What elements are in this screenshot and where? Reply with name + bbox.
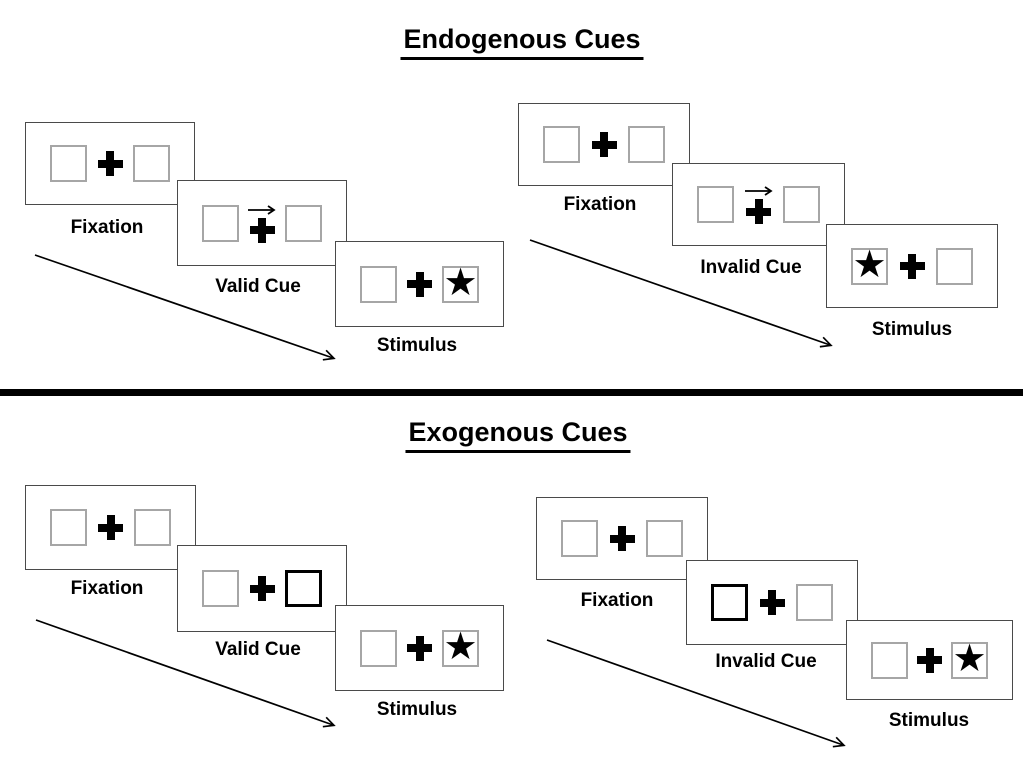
section-title-endogenous: Endogenous Cues bbox=[400, 24, 644, 60]
right-placeholder-box bbox=[133, 145, 170, 182]
right-highlighted-cue-box bbox=[285, 570, 322, 607]
fixation-cross-icon bbox=[97, 151, 123, 176]
left-placeholder-box bbox=[697, 186, 734, 223]
fixation-card bbox=[518, 103, 690, 186]
fixation-cross-icon bbox=[759, 590, 785, 615]
left-placeholder-box bbox=[360, 265, 397, 303]
fixation-cross-icon bbox=[249, 217, 275, 243]
right-target-box: ★ bbox=[442, 262, 479, 304]
step-label-valid-cue: Valid Cue bbox=[215, 276, 301, 297]
step-label-stimulus: Stimulus bbox=[871, 319, 953, 340]
fixation-cross-icon bbox=[407, 635, 432, 661]
valid-cue-card bbox=[177, 545, 347, 632]
time-arrow bbox=[34, 254, 336, 361]
step-label-invalid-cue: Invalid Cue bbox=[715, 651, 817, 672]
fixation-cross-icon bbox=[917, 647, 942, 673]
left-placeholder-box bbox=[561, 520, 598, 557]
left-placeholder-box bbox=[360, 629, 397, 667]
star-icon: ★ bbox=[952, 638, 987, 680]
stimulus-card: ★ bbox=[826, 224, 998, 308]
right-placeholder-box bbox=[783, 186, 820, 223]
fixation-cross-icon bbox=[249, 576, 275, 601]
fixation-cross-icon bbox=[609, 526, 635, 551]
fixation-cross-icon bbox=[98, 515, 123, 540]
fixation-cross-icon bbox=[407, 271, 432, 297]
left-target-box: ★ bbox=[851, 244, 888, 286]
time-arrow bbox=[529, 239, 833, 348]
stimulus-card: ★ bbox=[335, 605, 504, 691]
right-target-box: ★ bbox=[951, 638, 988, 680]
time-arrow bbox=[35, 619, 336, 728]
right-arrow-cue-icon bbox=[744, 186, 773, 196]
left-highlighted-cue-box bbox=[711, 584, 748, 621]
right-placeholder-box bbox=[285, 204, 322, 242]
fixation-card bbox=[25, 122, 195, 205]
left-placeholder-box bbox=[50, 509, 87, 546]
step-label-stimulus: Stimulus bbox=[888, 710, 970, 731]
star-icon: ★ bbox=[852, 244, 887, 286]
right-placeholder-box bbox=[134, 509, 171, 546]
fixation-card bbox=[25, 485, 196, 570]
left-placeholder-box bbox=[202, 204, 239, 242]
left-placeholder-box bbox=[871, 641, 908, 679]
right-target-box: ★ bbox=[442, 626, 479, 668]
star-icon: ★ bbox=[443, 626, 478, 668]
right-placeholder-box bbox=[646, 520, 683, 557]
star-icon: ★ bbox=[443, 262, 478, 304]
fixation-cross-icon bbox=[899, 253, 925, 279]
fixation-cross-icon bbox=[746, 199, 771, 224]
left-placeholder-box bbox=[543, 126, 580, 163]
step-label-valid-cue: Valid Cue bbox=[215, 639, 301, 660]
fixation-cross-icon bbox=[591, 132, 617, 157]
step-label-stimulus: Stimulus bbox=[376, 335, 458, 356]
right-placeholder-box bbox=[628, 126, 665, 163]
invalid-cue-card bbox=[686, 560, 858, 645]
step-label-stimulus: Stimulus bbox=[376, 699, 458, 720]
section-title-exogenous: Exogenous Cues bbox=[405, 417, 631, 453]
left-placeholder-box bbox=[202, 570, 239, 607]
fixation-card bbox=[536, 497, 708, 580]
left-placeholder-box bbox=[50, 145, 87, 182]
invalid-cue-card bbox=[672, 163, 845, 246]
right-placeholder-box bbox=[936, 247, 973, 285]
stimulus-card: ★ bbox=[846, 620, 1013, 700]
step-label-fixation: Fixation bbox=[70, 578, 144, 599]
step-label-fixation: Fixation bbox=[70, 217, 144, 238]
step-label-fixation: Fixation bbox=[580, 590, 654, 611]
right-placeholder-box bbox=[796, 584, 833, 621]
valid-cue-card bbox=[177, 180, 347, 266]
section-divider bbox=[0, 389, 1023, 396]
step-label-fixation: Fixation bbox=[563, 194, 637, 215]
stimulus-card: ★ bbox=[335, 241, 504, 327]
right-arrow-cue-icon bbox=[248, 204, 276, 215]
step-label-invalid-cue: Invalid Cue bbox=[700, 257, 802, 278]
